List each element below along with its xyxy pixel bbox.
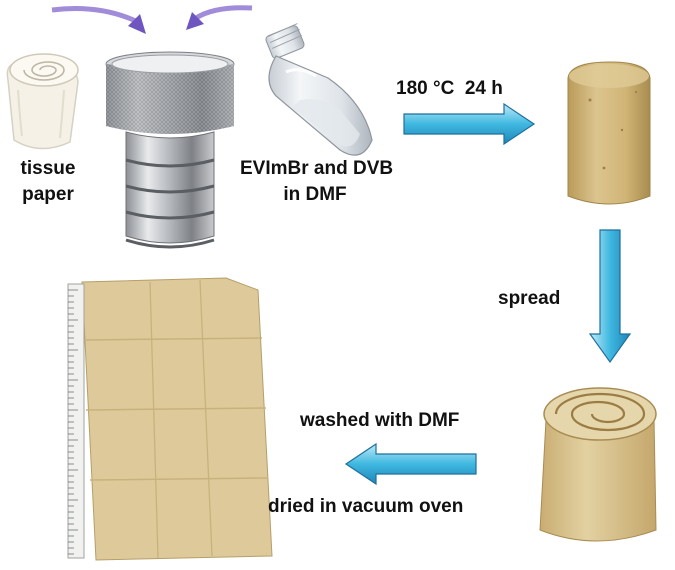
reaction-conditions-label: 180 °C 24 h [396,78,503,99]
arrow-to-cylinder [403,102,536,146]
polymer-cylinder [567,61,651,205]
arrow-down-spread [588,229,632,364]
spread-label: spread [498,288,561,309]
autoclave-reactor [105,51,235,249]
glass-vial [265,23,373,156]
spread-sheet-with-ruler [67,277,273,561]
curved-arrow-icon [186,5,253,30]
precursor-label: EVImBr and DVB in DMF [240,156,394,208]
washed-label: washed with DMF [300,410,460,431]
curved-arrow-icon [51,6,146,34]
dried-label: dried in vacuum oven [268,496,464,517]
tissue-label-line2: paper [22,184,74,205]
precursor-label-line1: EVImBr and DVB [240,158,394,179]
tissue-label-line1: tissue [20,158,76,179]
arrow-to-sheet [344,442,477,486]
precursor-label-line2: in DMF [283,184,347,205]
rolled-polymer-sheet [539,387,657,542]
tissue-paper-label: tissue paper [8,156,88,208]
tissue-paper-roll [6,53,79,150]
